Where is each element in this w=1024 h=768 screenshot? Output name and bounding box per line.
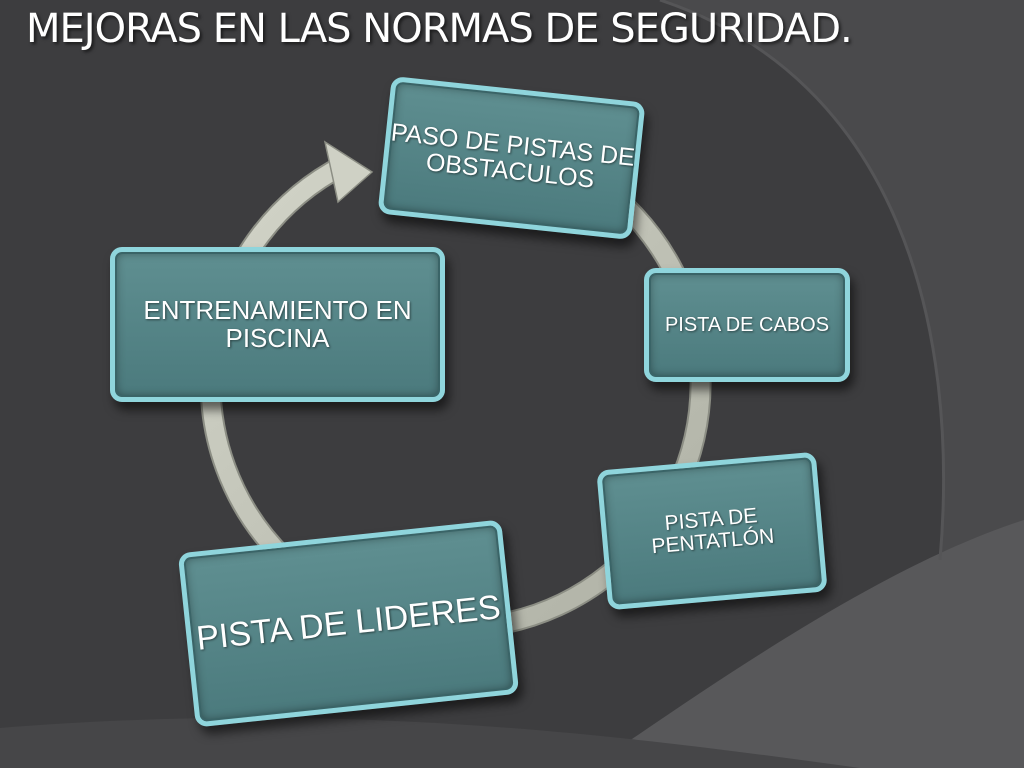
node-pista-de-cabos: PISTA DE CABOS	[644, 268, 850, 382]
page-title: MEJORAS EN LAS NORMAS DE SEGURIDAD.	[26, 6, 853, 52]
arrow-head	[323, 140, 374, 204]
node-entrenamiento-en-piscina: ENTRENAMIENTO EN PISCINA	[110, 247, 445, 402]
node-paso-de-pistas-de-obstaculos: PASO DE PISTAS DE OBSTACULOS	[377, 76, 646, 240]
node-pista-de-pentatlon: PISTA DE PENTATLÓN	[596, 451, 828, 611]
node-pista-de-lideres: PISTA DE LIDERES	[177, 519, 520, 728]
